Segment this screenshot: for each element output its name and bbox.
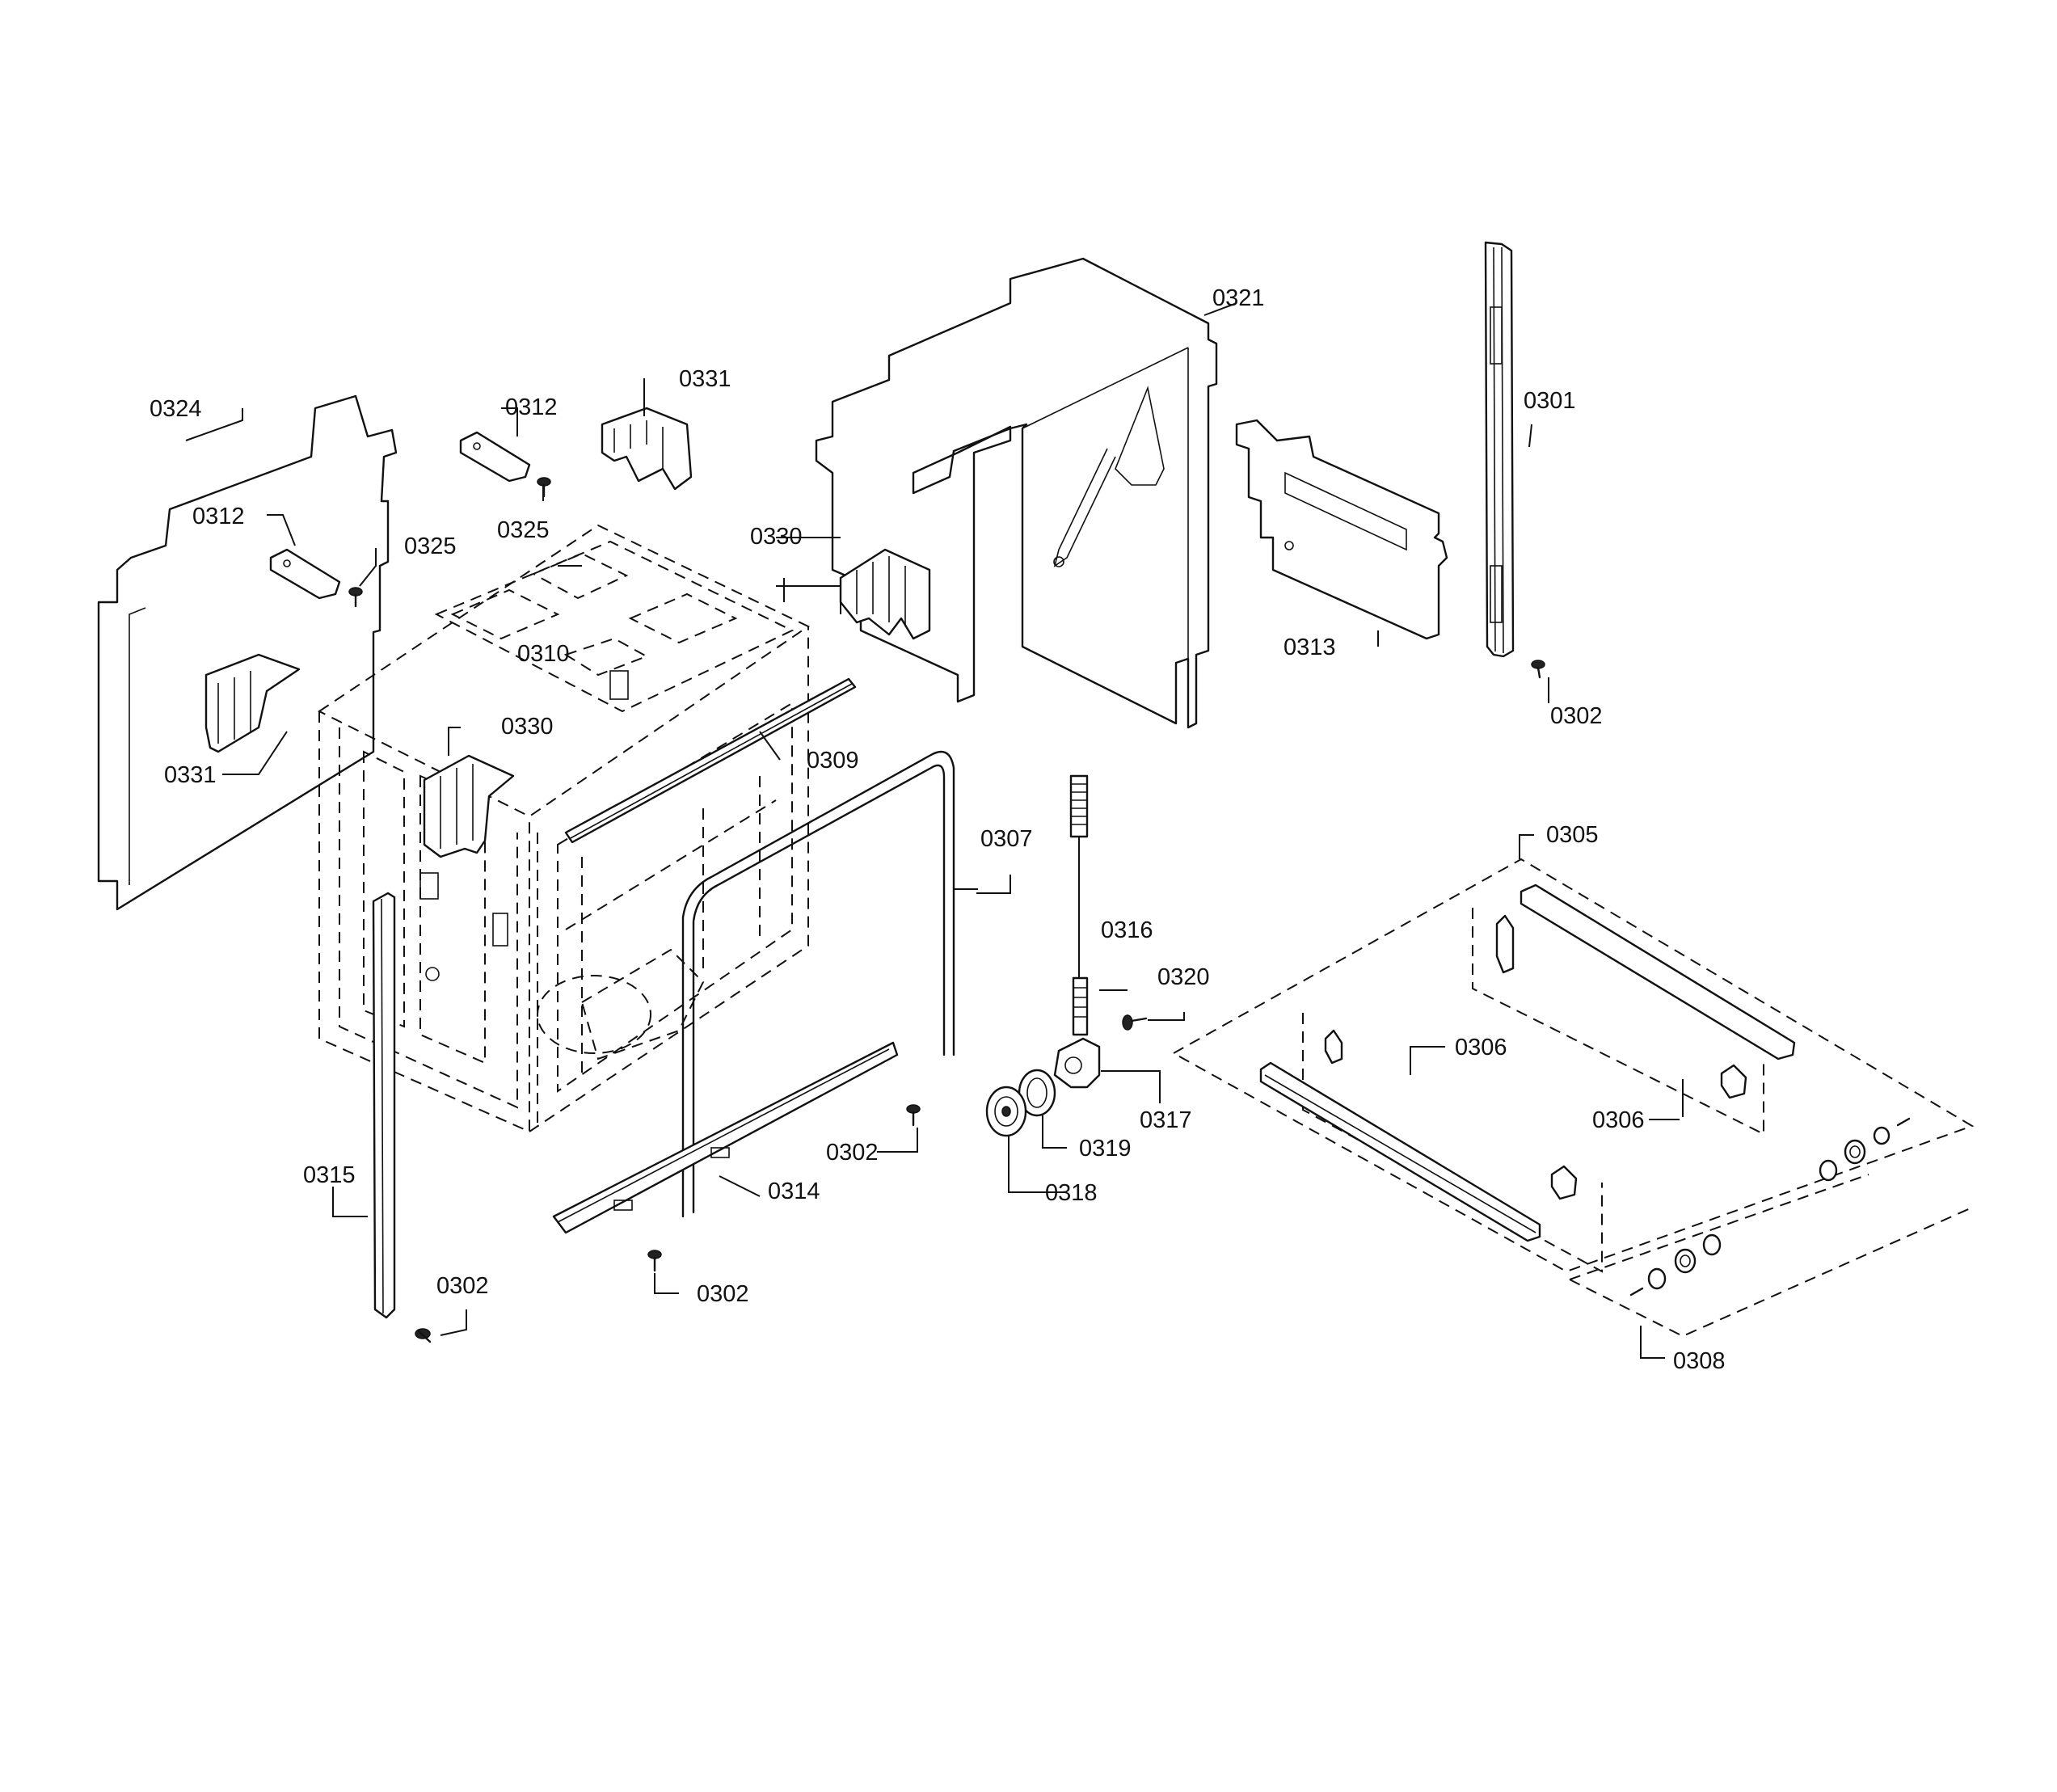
tray-0314 bbox=[552, 1041, 899, 1234]
part-label: 0307 bbox=[980, 826, 1033, 852]
clip-0312-left bbox=[269, 548, 341, 600]
part-label: 0330 bbox=[501, 714, 554, 740]
clip-0306-c bbox=[1720, 1064, 1747, 1099]
part-label: 0316 bbox=[1101, 917, 1153, 943]
panel-0313 bbox=[1235, 419, 1448, 640]
part-label: 0319 bbox=[1079, 1136, 1132, 1162]
tub-0310 bbox=[318, 524, 810, 1133]
part-label: 0302 bbox=[1550, 703, 1603, 729]
part-label: 0325 bbox=[497, 517, 550, 543]
clip-0306-a bbox=[1324, 1029, 1343, 1065]
part-label: 0321 bbox=[1212, 285, 1265, 311]
part-label: 0302 bbox=[697, 1281, 749, 1307]
part-label: 0308 bbox=[1673, 1348, 1726, 1374]
part-labels: 0324 0312 0312 0325 0325 0331 0331 0330 … bbox=[150, 285, 1726, 1374]
part-label: 0314 bbox=[768, 1179, 820, 1204]
part-label: 0320 bbox=[1157, 964, 1210, 990]
screw-0302-d bbox=[415, 1328, 432, 1343]
bracket-0330-right bbox=[839, 548, 931, 640]
part-label: 0313 bbox=[1284, 635, 1336, 660]
screw-0320 bbox=[1122, 1014, 1148, 1031]
part-label: 0309 bbox=[807, 748, 859, 774]
screw-0325-left bbox=[348, 587, 363, 608]
screw-0302-a bbox=[1531, 660, 1545, 679]
spring-0316 bbox=[1069, 774, 1089, 1036]
part-label: 0330 bbox=[750, 524, 803, 550]
side-panel-0324 bbox=[97, 394, 398, 911]
screw-0302-c bbox=[647, 1250, 662, 1272]
part-label: 0331 bbox=[679, 366, 731, 392]
part-label: 0306 bbox=[1455, 1035, 1507, 1060]
part-label: 0315 bbox=[303, 1162, 356, 1188]
part-label: 0318 bbox=[1045, 1180, 1098, 1206]
hinge-0317 bbox=[1053, 1037, 1101, 1089]
bracket-0331-left bbox=[204, 653, 301, 753]
clip-0306-d bbox=[1550, 1165, 1578, 1200]
screw-0302-b bbox=[906, 1104, 921, 1127]
clip-0312-top bbox=[459, 431, 531, 483]
gasket-0307 bbox=[681, 750, 955, 1218]
part-label: 0331 bbox=[164, 762, 217, 788]
leader-lines bbox=[185, 302, 1684, 1359]
cover-0321 bbox=[815, 257, 1218, 729]
clip-0306-b bbox=[1495, 914, 1515, 974]
part-label: 0305 bbox=[1546, 822, 1599, 848]
part-label: 0312 bbox=[192, 504, 245, 529]
rail-0309 bbox=[564, 677, 857, 844]
part-label: 0306 bbox=[1592, 1107, 1645, 1133]
part-label: 0317 bbox=[1140, 1107, 1192, 1133]
base-assembly-0305 bbox=[1171, 858, 1975, 1338]
part-label: 0310 bbox=[517, 641, 570, 667]
part-label: 0301 bbox=[1524, 388, 1576, 414]
part-label: 0312 bbox=[505, 394, 558, 420]
rollers-0308 bbox=[1629, 1117, 1911, 1297]
part-label: 0324 bbox=[150, 396, 202, 422]
part-label: 0302 bbox=[436, 1273, 489, 1299]
bracket-0330-left bbox=[423, 754, 515, 858]
part-label: 0302 bbox=[826, 1140, 879, 1166]
part-label: 0325 bbox=[404, 533, 457, 559]
strip-0301 bbox=[1484, 241, 1515, 658]
strip-0315 bbox=[372, 892, 396, 1319]
bracket-0331-top bbox=[601, 407, 693, 491]
wheel-0318 bbox=[985, 1086, 1027, 1137]
